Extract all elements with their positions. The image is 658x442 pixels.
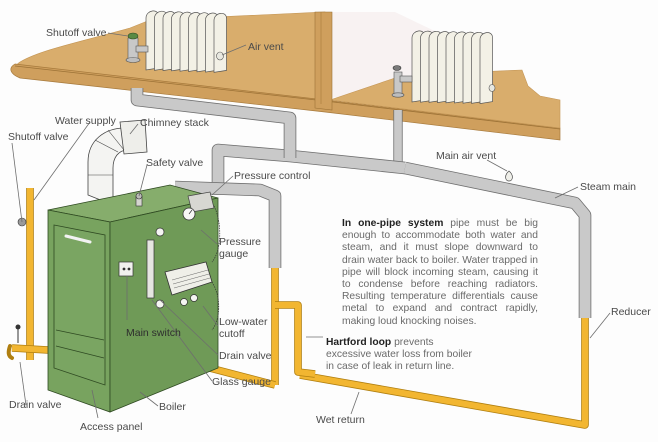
label-main-air-vent: Main air vent [436, 150, 496, 162]
pipe-segment [174, 181, 281, 268]
main-air-vent [505, 170, 513, 182]
label-low-water-cutoff-2: cutoff [219, 328, 245, 340]
label-pressure-gauge-1: Pressure [219, 236, 261, 248]
low-water-cutoff-icon [164, 261, 213, 306]
air-vent-icon [216, 51, 224, 61]
label-low-water-cutoff-1: Low-water [219, 316, 268, 328]
chimney-stack [87, 119, 148, 206]
labels: Shutoff valve Air vent Water supply Chim… [8, 27, 651, 433]
main-switch-icon [118, 261, 134, 277]
radiator-fin [479, 32, 493, 105]
drain-valve-left [6, 217, 27, 360]
pipe-segment [11, 345, 49, 353]
label-glass-gauge: Glass gauge [212, 376, 271, 388]
label-wet-return: Wet return [316, 414, 365, 426]
caption-hartford-text: prevents excessive water loss from boile… [326, 337, 472, 373]
caption-one-pipe-text: pipe must be big enough to accommodate b… [342, 218, 539, 327]
radiator-left [125, 10, 227, 73]
label-access-panel: Access panel [80, 421, 142, 433]
caption-hartford-loop: Hartford loop prevents excessive water l… [326, 337, 476, 374]
label-shutoff-valve-top: Shutoff valve [46, 27, 107, 39]
label-drain-valve-boiler: Drain valve [219, 350, 272, 362]
label-shutoff-valve-left: Shutoff valve [8, 131, 69, 143]
label-air-vent: Air vent [248, 41, 284, 53]
steam-piping [130, 88, 592, 318]
label-chimney-stack: Chimney stack [140, 117, 210, 129]
label-pressure-gauge-2: gauge [219, 248, 248, 260]
label-drain-valve-left: Drain valve [9, 399, 62, 411]
caption-one-pipe-title: In one-pipe system [342, 218, 444, 229]
caption-hartford-title: Hartford loop [326, 337, 392, 348]
pipe-segment [212, 144, 406, 174]
shutoff-valve-handle-icon [127, 32, 139, 40]
boiler [47, 184, 221, 413]
glass-gauge-icon [146, 239, 155, 299]
door-handle-icon [64, 234, 92, 244]
pipe-segment [403, 162, 591, 318]
leader-lines [11, 32, 611, 419]
caption-one-pipe-system: In one-pipe system pipe must be big enou… [342, 218, 538, 328]
pipe-segment [299, 318, 588, 428]
label-safety-valve: Safety valve [146, 157, 203, 169]
pipe-segment [131, 88, 296, 128]
floor-slab-edge [10, 63, 561, 141]
label-reducer: Reducer [611, 306, 651, 318]
radiator-fin [213, 13, 227, 73]
pipe-segment [275, 302, 316, 377]
label-pressure-control: Pressure control [234, 170, 310, 182]
label-steam-main: Steam main [580, 181, 636, 193]
access-panel [53, 224, 106, 386]
partition-wall [314, 11, 333, 111]
pressure-control-box-icon [187, 191, 215, 213]
label-water-supply: Water supply [55, 115, 117, 127]
label-boiler: Boiler [159, 401, 186, 413]
radiator-right [391, 30, 496, 105]
label-main-switch: Main switch [126, 327, 181, 339]
